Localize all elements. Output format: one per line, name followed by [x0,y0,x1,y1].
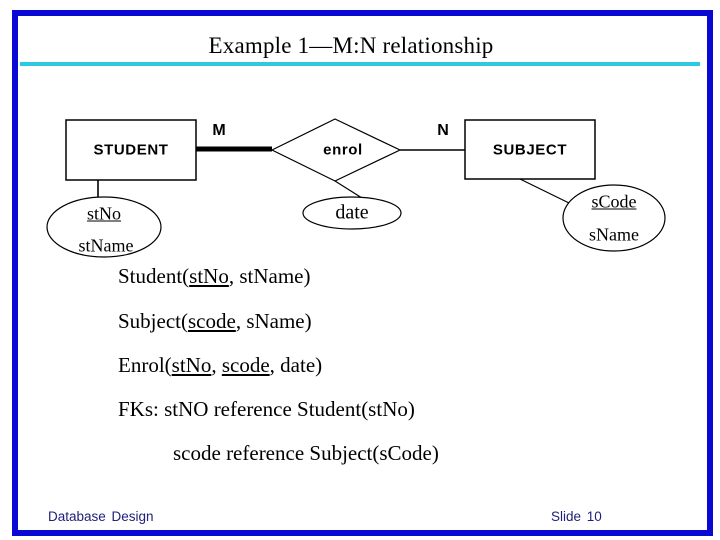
student-name-attribute-label: stName [78,235,134,256]
subject-attribute-connector [519,178,570,204]
enrol-relationship-label: enrol [323,141,363,159]
subject-entity-label: SUBJECT [492,141,568,159]
text-segment: Student( [118,264,190,288]
relation-line-enrol: Enrol(stNo, scode, date) [118,353,322,378]
enrol-relationship-diamond [270,118,402,182]
text-segment: Subject( [118,309,188,333]
fk-line-student: FKs: stNO reference Student(stNo) [118,397,415,421]
relation-line-student: Student(stNo, stName) [118,264,311,289]
cardinality-m-label: M [212,122,226,139]
enrol-attribute-connector [334,180,363,199]
subject-attributes-ellipse [562,184,666,252]
title-underline-rule [20,62,700,66]
relation-line-subject: Subject(scode, sName) [118,309,312,334]
footer-slide-number: Slide 10 [551,509,602,524]
subject-entity-box [464,119,596,180]
student-entity-box [65,119,197,181]
text-segment: , sName) [235,309,312,333]
subject-key-attribute-label: sCode [591,191,637,212]
student-attributes-ellipse [46,196,162,258]
fk-line-subject: scode reference Subject(sCode) [173,441,439,465]
underlined-key-segment: stNo [189,264,229,288]
underlined-key-segment: scode [187,309,236,333]
text-segment: Enrol( [118,353,172,377]
text-segment: , [211,353,222,377]
subject-name-attribute-label: sName [589,224,639,245]
slide-title: Example 1—M:N relationship [208,33,494,58]
date-attribute-ellipse [302,196,402,230]
text-segment: , stName) [228,264,311,288]
underlined-key-segment: scode [221,353,270,377]
text-segment: , date) [269,353,323,377]
date-attribute-label: date [335,201,369,224]
footer-deck-title: Database Design [48,509,154,524]
underlined-key-segment: stNo [171,353,212,377]
student-key-attribute-label: stNo [86,203,122,224]
student-entity-label: STUDENT [93,141,169,159]
cardinality-n-label: N [437,122,449,139]
